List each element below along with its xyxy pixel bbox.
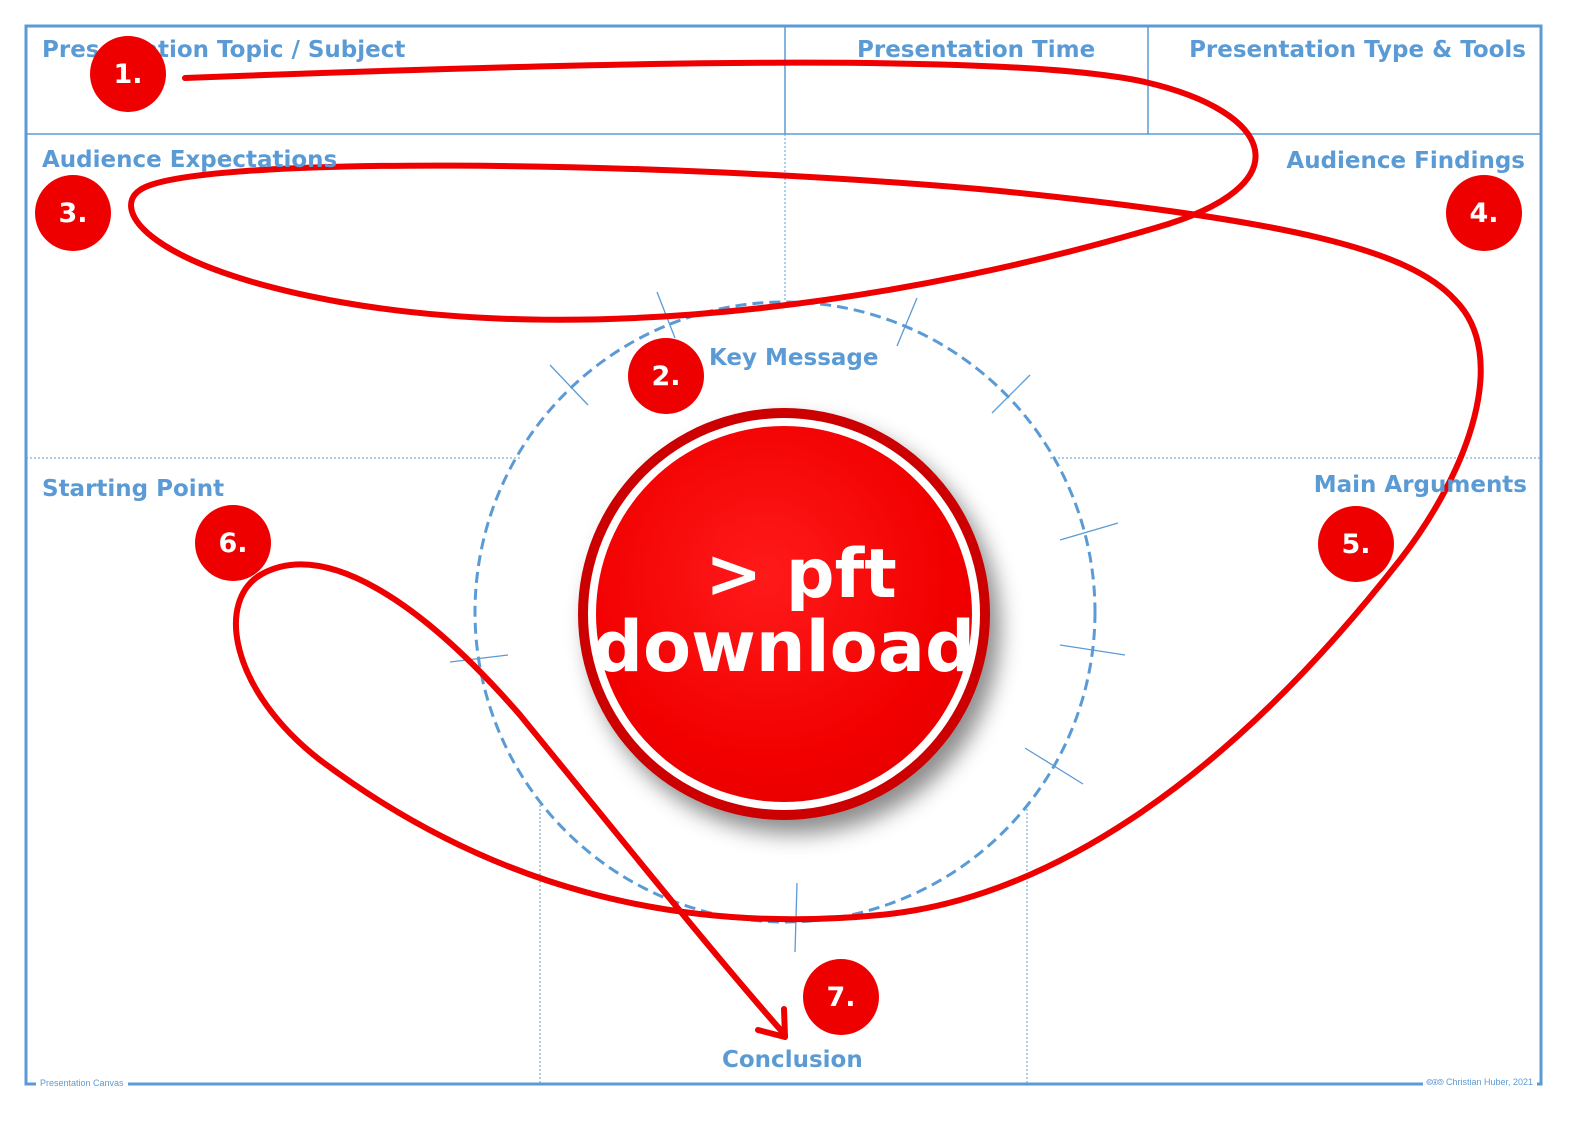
download-button-line1: > pft bbox=[705, 535, 897, 614]
footer-canvas-title: Presentation Canvas bbox=[36, 1079, 128, 1088]
label-key-message: Key Message bbox=[709, 345, 879, 371]
label-conclusion: Conclusion bbox=[722, 1047, 863, 1073]
step-badge-4: 4. bbox=[1446, 175, 1522, 251]
download-button-face bbox=[596, 426, 972, 802]
label-starting-point: Starting Point bbox=[42, 476, 225, 502]
download-button-line2: download bbox=[592, 606, 976, 688]
label-audience-findings: Audience Findings bbox=[1286, 148, 1525, 174]
key-message-ticks bbox=[449, 291, 1126, 953]
step-badge-7: 7. bbox=[803, 959, 879, 1035]
step-badge-6: 6. bbox=[195, 505, 271, 581]
label-audience-expectations: Audience Expectations bbox=[42, 147, 338, 173]
footer-credit: 🅭🅯🄎 Christian Huber, 2021 bbox=[1422, 1077, 1537, 1087]
step-badge-1: 1. bbox=[90, 36, 166, 112]
label-presentation-time: Presentation Time bbox=[857, 37, 1096, 63]
cc-license-icon: 🅭🅯🄎 bbox=[1426, 1077, 1444, 1087]
step-badge-5: 5. bbox=[1318, 506, 1394, 582]
step-badge-3: 3. bbox=[35, 175, 111, 251]
footer-author: Christian Huber, 2021 bbox=[1445, 1077, 1533, 1087]
presentation-flow-path bbox=[128, 59, 1484, 1040]
label-presentation-type-tools: Presentation Type & Tools bbox=[1189, 37, 1526, 63]
pft-download-button[interactable]: > pft download bbox=[578, 408, 990, 820]
canvas-frame bbox=[24, 24, 1543, 1086]
step-badge-2: 2. bbox=[628, 338, 704, 414]
label-main-arguments: Main Arguments bbox=[1313, 472, 1527, 498]
